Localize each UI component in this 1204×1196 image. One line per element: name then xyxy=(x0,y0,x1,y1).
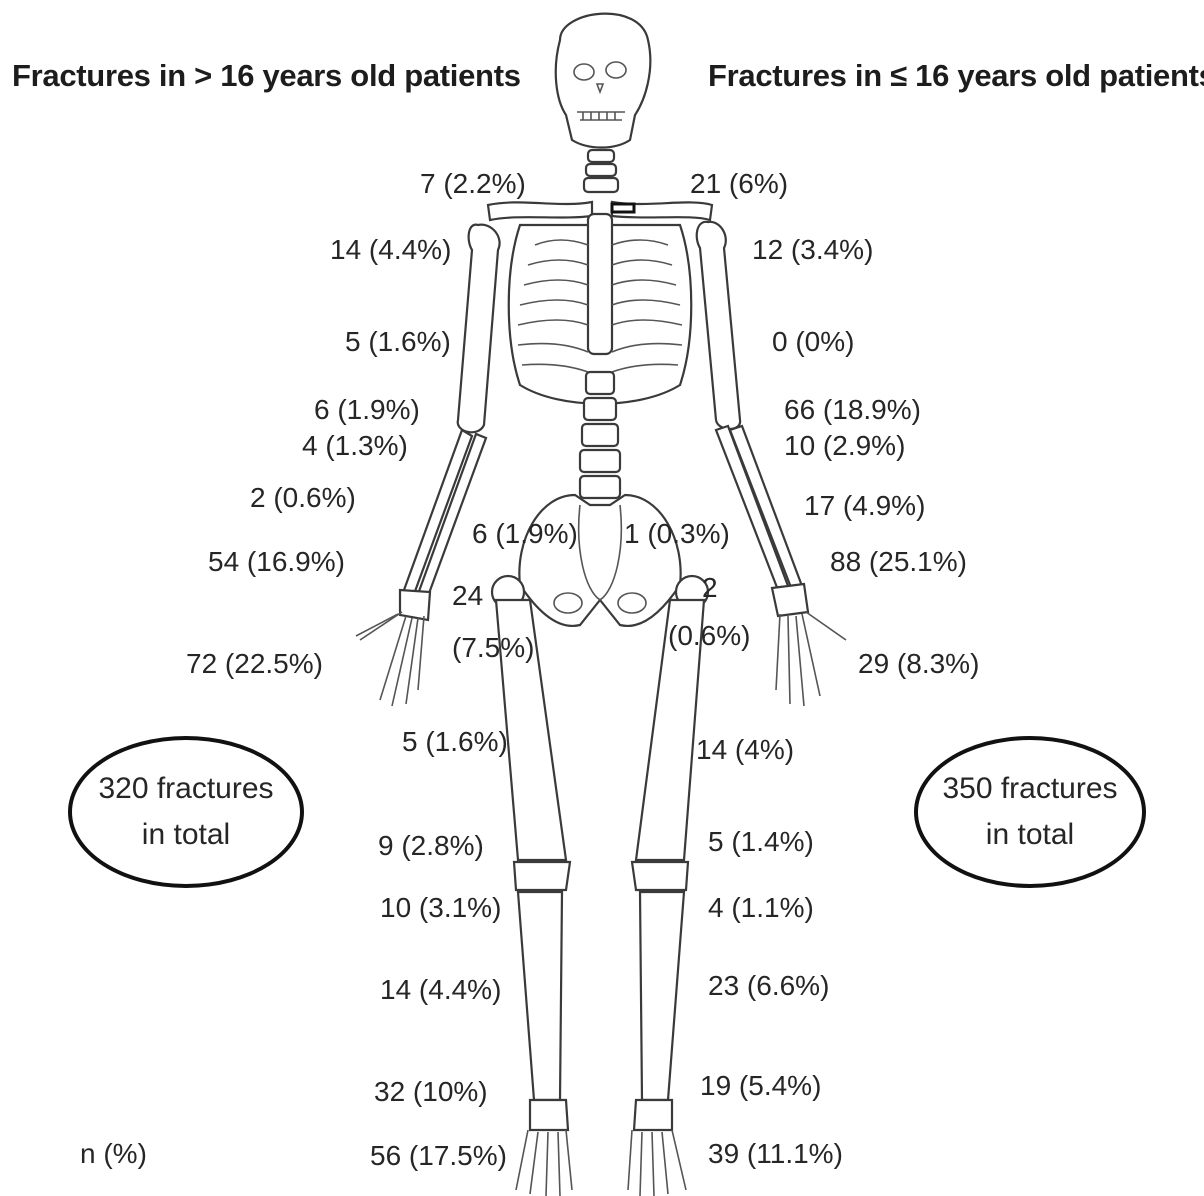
skull xyxy=(556,14,651,148)
total-16-and-under-text: 350 fractures in total xyxy=(942,766,1117,858)
left-distal-femur-label: 9 (2.8%) xyxy=(378,830,484,862)
left-proximal-humerus-label: 14 (4.4%) xyxy=(330,234,451,266)
left-humerus-shaft-label: 5 (1.6%) xyxy=(345,326,451,358)
right-distal-femur-label: 5 (1.4%) xyxy=(708,826,814,858)
left-proximal-femur-count: 24 xyxy=(452,580,483,612)
total-over-16-text: 320 fractures in total xyxy=(98,766,273,858)
pelvis xyxy=(519,495,680,626)
title-over-16: Fractures in > 16 years old patients xyxy=(12,58,521,94)
left-foot-label: 56 (17.5%) xyxy=(370,1140,507,1172)
right-femur-shaft-label: 14 (4%) xyxy=(696,734,794,766)
left-spine-pelvis-label: 6 (1.9%) xyxy=(472,518,578,550)
left-elbow-label: 4 (1.3%) xyxy=(302,430,408,462)
total-over-16-oval: 320 fractures in total xyxy=(68,736,304,888)
right-proximal-tibia-label: 4 (1.1%) xyxy=(708,892,814,924)
legend-n-percent: n (%) xyxy=(80,1138,147,1170)
right-clavicle-label: 21 (6%) xyxy=(690,168,788,200)
right-distal-humerus-label: 66 (18.9%) xyxy=(784,394,921,426)
right-proximal-femur-percent: (0.6%) xyxy=(668,620,750,652)
left-proximal-tibia-label: 10 (3.1%) xyxy=(380,892,501,924)
left-distal-humerus-label: 6 (1.9%) xyxy=(314,394,420,426)
left-tibia-shaft-label: 14 (4.4%) xyxy=(380,974,501,1006)
right-elbow-label: 10 (2.9%) xyxy=(784,430,905,462)
leg-left xyxy=(492,576,572,1196)
left-distal-forearm-label: 54 (16.9%) xyxy=(208,546,345,578)
left-clavicle-label: 7 (2.2%) xyxy=(420,168,526,200)
left-hand-label: 72 (22.5%) xyxy=(186,648,323,680)
leg-right xyxy=(628,576,708,1196)
right-ankle-label: 19 (5.4%) xyxy=(700,1070,821,1102)
lumbar-spine xyxy=(580,372,620,498)
right-proximal-femur-count: 2 xyxy=(702,572,718,604)
right-distal-forearm-label: 88 (25.1%) xyxy=(830,546,967,578)
title-16-and-under: Fractures in ≤ 16 years old patients xyxy=(708,58,1204,94)
left-proximal-femur-percent: (7.5%) xyxy=(452,632,534,664)
right-tibia-shaft-label: 23 (6.6%) xyxy=(708,970,829,1002)
right-forearm-shaft-label: 17 (4.9%) xyxy=(804,490,925,522)
cervical-spine xyxy=(584,150,618,192)
right-proximal-humerus-label: 12 (3.4%) xyxy=(752,234,873,266)
total-16-and-under-oval: 350 fractures in total xyxy=(914,736,1146,888)
right-humerus-shaft-label: 0 (0%) xyxy=(772,326,854,358)
right-hand-label: 29 (8.3%) xyxy=(858,648,979,680)
left-femur-shaft-label: 5 (1.6%) xyxy=(402,726,508,758)
left-ankle-label: 32 (10%) xyxy=(374,1076,488,1108)
left-forearm-shaft-label: 2 (0.6%) xyxy=(250,482,356,514)
right-spine-pelvis-label: 1 (0.3%) xyxy=(624,518,730,550)
right-foot-label: 39 (11.1%) xyxy=(708,1138,843,1170)
